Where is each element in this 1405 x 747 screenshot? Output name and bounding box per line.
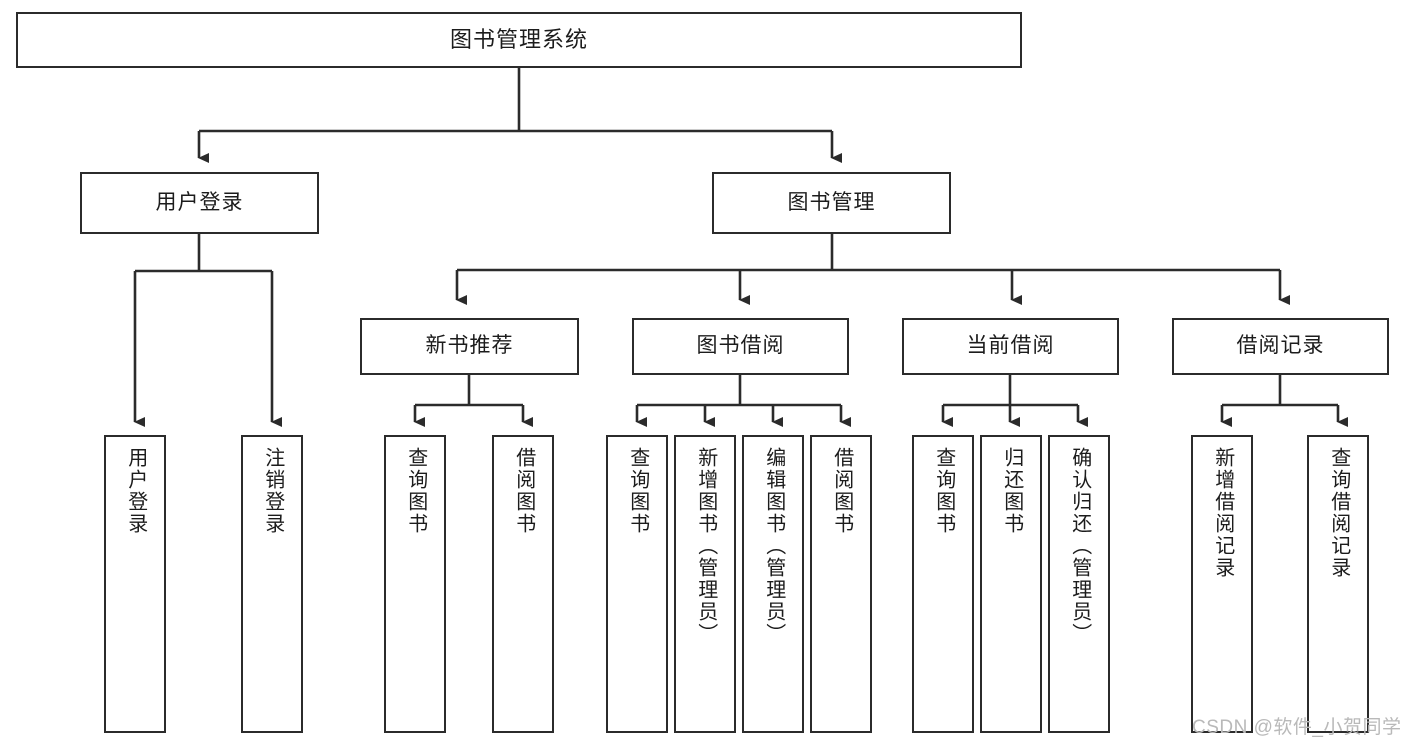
node-leaf-borrow-book-rec[interactable]: 借阅图书 [492,435,554,733]
node-book-borrowing[interactable]: 图书借阅 [632,318,849,375]
node-user-login[interactable]: 用户登录 [80,172,319,234]
node-label: 用户登录 [124,447,147,535]
node-root-book-management-system[interactable]: 图书管理系统 [16,12,1022,68]
node-leaf-query-book-rec[interactable]: 查询图书 [384,435,446,733]
node-label: 确认归还（管理员） [1068,447,1091,645]
node-leaf-return-book[interactable]: 归还图书 [980,435,1042,733]
node-label: 编辑图书（管理员） [762,447,785,645]
node-leaf-confirm-return-admin[interactable]: 确认归还（管理员） [1048,435,1110,733]
node-label: 图书借阅 [696,334,785,358]
node-label: 新增借阅记录 [1211,447,1234,579]
node-label: 新书推荐 [425,334,514,358]
node-book-management[interactable]: 图书管理 [712,172,951,234]
node-label: 当前借阅 [966,334,1055,358]
node-leaf-add-book-admin[interactable]: 新增图书（管理员） [674,435,736,733]
node-leaf-query-book-borrow[interactable]: 查询图书 [606,435,668,733]
node-label: 查询图书 [932,447,955,535]
node-new-book-recommendation[interactable]: 新书推荐 [360,318,579,375]
node-label: 查询图书 [404,447,427,535]
node-leaf-edit-book-admin[interactable]: 编辑图书（管理员） [742,435,804,733]
node-leaf-query-book-current[interactable]: 查询图书 [912,435,974,733]
node-label: 归还图书 [1000,447,1023,535]
node-label: 图书管理系统 [449,27,588,53]
node-current-borrowing[interactable]: 当前借阅 [902,318,1119,375]
node-leaf-logout[interactable]: 注销登录 [241,435,303,733]
watermark: CSDN @软件_小贺同学 [1192,717,1402,738]
node-label: 图书管理 [787,190,876,214]
node-label: 借阅图书 [512,447,535,535]
node-label: 借阅图书 [830,447,853,535]
node-leaf-user-login[interactable]: 用户登录 [104,435,166,733]
node-label: 借阅记录 [1236,334,1325,358]
node-leaf-add-borrow-record[interactable]: 新增借阅记录 [1191,435,1253,733]
node-leaf-borrow-book[interactable]: 借阅图书 [810,435,872,733]
node-leaf-query-borrow-record[interactable]: 查询借阅记录 [1307,435,1369,733]
node-label: 用户登录 [155,190,244,214]
node-label: 新增图书（管理员） [694,447,717,645]
node-label: 查询借阅记录 [1327,447,1350,579]
node-label: 注销登录 [261,447,284,535]
node-label: 查询图书 [626,447,649,535]
node-borrowing-record[interactable]: 借阅记录 [1172,318,1389,375]
